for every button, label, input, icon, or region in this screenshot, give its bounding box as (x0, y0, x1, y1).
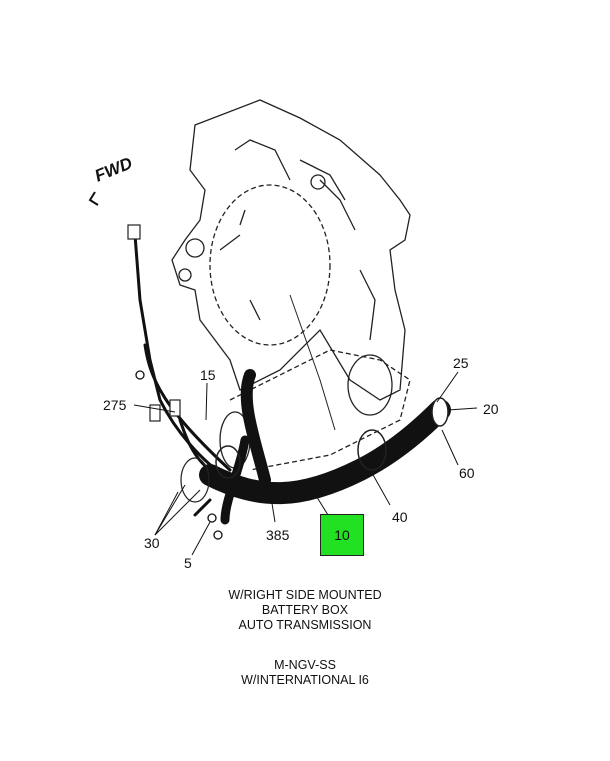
callout-60: 60 (459, 465, 475, 481)
callout-20: 20 (483, 401, 499, 417)
callout-30: 30 (144, 535, 160, 551)
callout-385: 385 (266, 527, 290, 543)
callout-5: 5 (184, 555, 192, 571)
flywheel-housing (171, 99, 411, 471)
caption-line: BATTERY BOX (261, 603, 349, 617)
leader-lines (133, 371, 478, 556)
wiring-harness (127, 224, 451, 540)
caption-line: W/RIGHT SIDE MOUNTED (228, 588, 382, 602)
callout-275: 275 (103, 397, 127, 413)
model-caption: M-NGV-SS W/INTERNATIONAL I6 (0, 658, 610, 688)
callout-10-label: 10 (334, 527, 350, 543)
fwd-arrow-icon (88, 191, 99, 206)
model-line: W/INTERNATIONAL I6 (241, 673, 369, 687)
callout-10-highlighted[interactable]: 10 (320, 514, 364, 556)
configuration-caption: W/RIGHT SIDE MOUNTED BATTERY BOX AUTO TR… (0, 588, 610, 633)
callout-40: 40 (392, 509, 408, 525)
caption-line: AUTO TRANSMISSION (238, 618, 372, 632)
callout-25: 25 (453, 355, 469, 371)
model-line: M-NGV-SS (274, 658, 336, 672)
callout-15: 15 (200, 367, 216, 383)
